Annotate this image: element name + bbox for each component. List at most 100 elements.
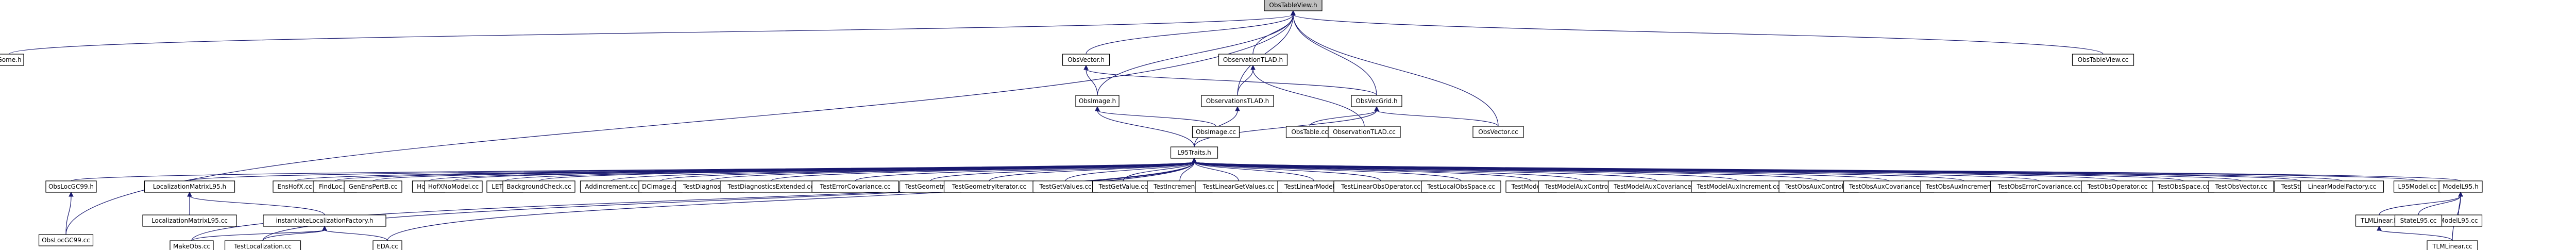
node-obslocgc99-h[interactable]: ObsLocGC99.h: [45, 180, 97, 193]
node-label: ObsTableView.h: [1269, 2, 1317, 9]
node-genenspertb-cc[interactable]: GenEnsPertB.cc: [344, 180, 402, 193]
node-testdiagnosticsextended-cc[interactable]: TestDiagnosticsExtended.cc: [720, 180, 822, 193]
node-obsimage-cc[interactable]: ObsImage.cc: [1192, 126, 1240, 138]
node-obstableview-cc[interactable]: ObsTableView.cc: [2072, 54, 2134, 66]
node-label: TestObsVector.cc: [2214, 183, 2267, 190]
node-obsvector-cc[interactable]: ObsVector.cc: [1472, 126, 1524, 138]
node-label: TestObsAuxControl.cc: [1785, 183, 1852, 190]
node-l95model-cc[interactable]: L95Model.cc: [2393, 180, 2442, 193]
edge-instantiatelocalizationfactory_h-to-localizationmatrixl95_h: [187, 191, 325, 215]
node-l95traits-h[interactable]: L95Traits.h: [1170, 146, 1218, 159]
node-localizationmatrixl95-cc[interactable]: LocalizationMatrixL95.cc: [142, 214, 237, 227]
edge-gome_h-to-obstableview_h: [9, 10, 1296, 55]
node-testobsvector-cc[interactable]: TestObsVector.cc: [2208, 180, 2274, 193]
node-label: TestGetValues.cc: [1039, 183, 1091, 190]
node-label: LocalizationMatrixL95.cc: [151, 217, 228, 224]
node-testgeometryiterator-cc[interactable]: TestGeometryIterator.cc: [943, 180, 1035, 193]
node-label: TestErrorCovariance.cc: [819, 183, 890, 190]
node-addincrement-cc[interactable]: Addincrement.cc: [580, 180, 642, 193]
node-label: TestGeometryIterator.cc: [952, 183, 1026, 190]
node-label: DCimage.cc: [642, 183, 679, 190]
node-label: TestModelAuxControl.cc: [1545, 183, 1619, 190]
node-label: ModelL95.cc: [2439, 217, 2478, 224]
node-tlmlinear-h[interactable]: TLMLinear.h: [2355, 214, 2403, 227]
edge-tlmlinear_cc-to-tlmlinear_h: [2377, 225, 2453, 241]
node-gome-h[interactable]: Gome.h: [0, 54, 24, 66]
node-label: BackgroundCheck.cc: [506, 183, 571, 190]
node-hofxnomodel-cc[interactable]: HofXNoModel.cc: [424, 180, 483, 193]
edge-makeobs_cc-to-instantiatelocalizationfactory_h: [191, 225, 327, 241]
node-label: ObsVector.h: [1067, 56, 1105, 63]
node-testobsauxcontrol-cc[interactable]: TestObsAuxControl.cc: [1778, 180, 1859, 193]
node-obslocgc99-cc[interactable]: ObsLocGC99.cc: [38, 234, 94, 246]
node-testmodelauxcovariance-cc[interactable]: TestModelAuxCovariance.cc: [1607, 180, 1706, 193]
node-obstable-cc[interactable]: ObsTable.cc: [1285, 126, 1334, 138]
node-label: L95Traits.h: [1177, 149, 1211, 156]
node-testobsauxcovariance-cc[interactable]: TestObsAuxCovariance.cc: [1843, 180, 1935, 193]
node-label: ObsTableView.cc: [2078, 56, 2129, 63]
node-testmodelauxincrement-cc[interactable]: TestModelAuxIncrement.cc: [1691, 180, 1786, 193]
node-tlmlinear-cc[interactable]: TLMLinear.cc: [2427, 240, 2478, 250]
node-testobsspace-cc[interactable]: TestObsSpace.cc: [2152, 180, 2215, 193]
node-testlineargetvalues-cc[interactable]: TestLinearGetValues.cc: [1195, 180, 1282, 193]
node-label: StateL95.cc: [2400, 217, 2437, 224]
node-enshofx-cc[interactable]: EnsHofX.cc: [273, 180, 317, 193]
node-eda-cc[interactable]: EDA.cc: [372, 240, 402, 250]
node-label: TestLocalObsSpace.cc: [1427, 183, 1495, 190]
node-label: GenEnsPertB.cc: [349, 183, 398, 190]
node-backgroundcheck-cc[interactable]: BackgroundCheck.cc: [502, 180, 575, 193]
node-label: TLMLinear.cc: [2432, 243, 2472, 250]
node-testlinearmodel-cc[interactable]: TestLinearModel.cc: [1277, 180, 1350, 193]
node-testlocalobsspace-cc[interactable]: TestLocalObsSpace.cc: [1421, 180, 1501, 193]
node-label: L95Model.cc: [2398, 183, 2437, 190]
node-obsimage-h[interactable]: ObsImage.h: [1075, 95, 1120, 107]
node-instantiatelocalizationfactory-h[interactable]: instantiateLocalizationFactory.h: [263, 214, 386, 227]
node-modell95-cc[interactable]: ModelL95.cc: [2434, 214, 2483, 227]
node-testmodelauxcontrol-cc[interactable]: TestModelAuxControl.cc: [1538, 180, 1625, 193]
node-testlocalization-cc[interactable]: TestLocalization.cc: [224, 240, 301, 250]
graph-nodes: ObsTableView.hGome.hObsTableView.ccObsVe…: [0, 0, 2483, 250]
edge-obslocgc99_cc-to-obslocgc99_h: [65, 191, 74, 235]
node-testlinearobsoperator-cc[interactable]: TestLinearObsOperator.cc: [1333, 180, 1428, 193]
node-label: HofXNoModel.cc: [428, 183, 479, 190]
node-label: TestDiagnosticsExtended.cc: [727, 183, 814, 190]
node-label: EDA.cc: [377, 243, 398, 250]
node-testobsoperator-cc[interactable]: TestObsOperator.cc: [2081, 180, 2154, 193]
node-modell95-h[interactable]: ModelL95.h: [2438, 180, 2483, 193]
node-obstableview-h[interactable]: ObsTableView.h: [1264, 0, 1323, 11]
node-testobserrorcovariance-cc[interactable]: TestObsErrorCovariance.cc: [1990, 180, 2089, 193]
edge-testgeometryiterator_cc-to-l95traits_h: [989, 157, 1197, 181]
node-obsvector-h[interactable]: ObsVector.h: [1062, 54, 1110, 66]
edge-l95traits_h-to-obsimage_h: [1095, 106, 1195, 147]
node-label: TestModelAuxIncrement.cc: [1697, 183, 1780, 190]
node-testerrorcovariance-cc[interactable]: TestErrorCovariance.cc: [811, 180, 899, 193]
edge-testlineargetvalues_cc-to-l95traits_h: [1192, 157, 1239, 181]
edge-obsimage_cc-to-obsimage_h: [1095, 106, 1216, 127]
graph-edges: [9, 10, 2463, 241]
node-linearmodelfactory-cc[interactable]: LinearModelFactory.cc: [2300, 180, 2384, 193]
node-label: TestLinearGetValues.cc: [1202, 183, 1275, 190]
node-observationtlad-h[interactable]: ObservationTLAD.h: [1218, 54, 1288, 66]
node-dcimage-cc[interactable]: DCimage.cc: [638, 180, 683, 193]
node-observationtlad-cc[interactable]: ObservationTLAD.cc: [1328, 126, 1401, 138]
node-label: instantiateLocalizationFactory.h: [276, 217, 374, 224]
node-label: TestModelAuxCovariance.cc: [1614, 183, 1700, 190]
node-label: ObsLocGC99.cc: [42, 237, 90, 244]
node-label: TestObsAuxCovariance.cc: [1849, 183, 1928, 190]
node-testincrement-cc[interactable]: TestIncrement.cc: [1147, 180, 1213, 193]
node-label: TestGeometry.cc: [905, 183, 956, 190]
node-makeobs-cc[interactable]: MakeObs.cc: [170, 240, 214, 250]
node-label: ModelL95.h: [2443, 183, 2478, 190]
node-observationstlad-h[interactable]: ObservationsTLAD.h: [1201, 95, 1274, 107]
node-statel95-cc[interactable]: StateL95.cc: [2394, 214, 2443, 227]
node-label: TLMLinear.h: [2360, 217, 2398, 224]
node-testobsauxincrement-cc[interactable]: TestObsAuxIncrement.cc: [1920, 180, 2008, 193]
edge-tlmlinear_h-to-modell95_h: [2379, 191, 2463, 215]
node-label: Addincrement.cc: [585, 183, 637, 190]
node-obsvecgrid-h[interactable]: ObsVecGrid.h: [1351, 95, 1402, 107]
node-localizationmatrixl95-h[interactable]: LocalizationMatrixL95.h: [144, 180, 235, 193]
node-testgetvalues-cc[interactable]: TestGetValues.cc: [1032, 180, 1098, 193]
node-label: TestObsSpace.cc: [2157, 183, 2210, 190]
node-label: ObsVector.cc: [1478, 128, 1518, 136]
node-testgetvalue-cc[interactable]: TestGetValue.cc: [1092, 180, 1155, 193]
